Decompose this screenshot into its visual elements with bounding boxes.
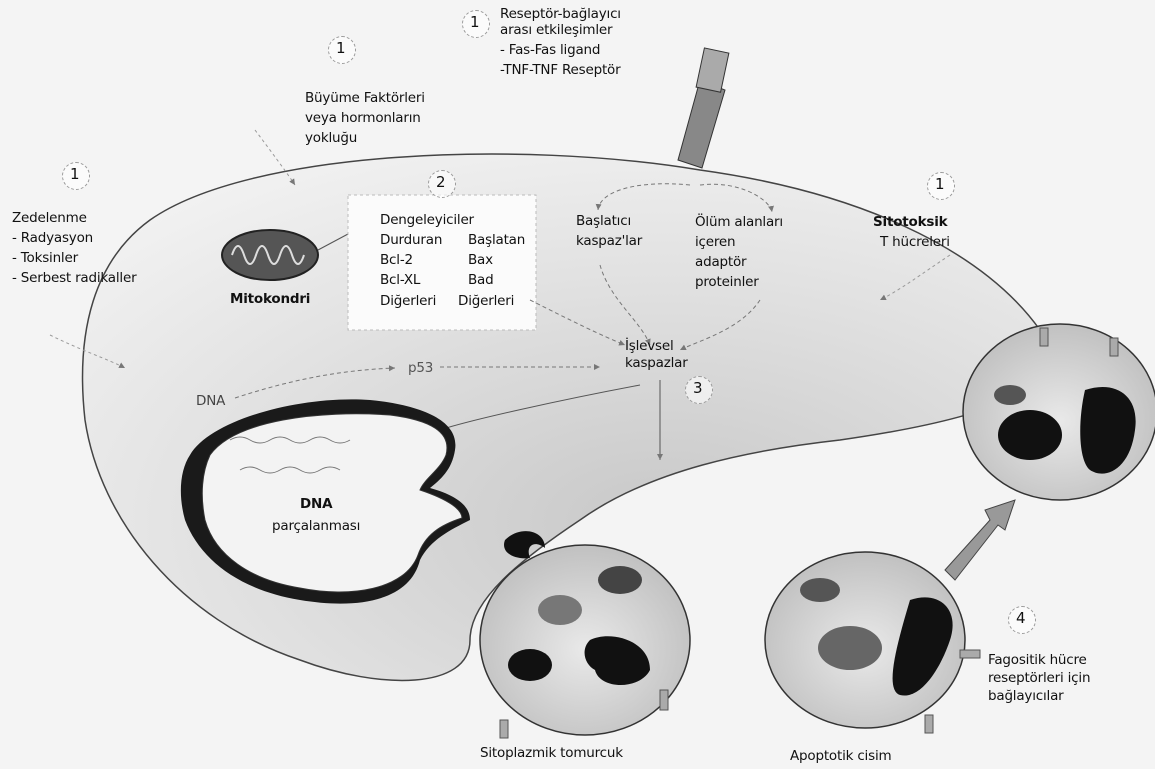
regulator-left-1: Durduran bbox=[380, 232, 442, 248]
step-number-caspases: 3 bbox=[693, 379, 703, 397]
phagocyte-cell bbox=[963, 324, 1155, 500]
phagocyte-line2: reseptörleri için bbox=[988, 670, 1090, 686]
p53-label: p53 bbox=[408, 360, 433, 376]
growth-line3: yokluğu bbox=[305, 130, 357, 146]
step-number-phagocyte: 4 bbox=[1016, 609, 1026, 627]
phagocyte-line3: bağlayıcılar bbox=[988, 688, 1064, 704]
regulator-left-4: Diğerleri bbox=[380, 293, 436, 309]
dna-label: DNA bbox=[196, 393, 225, 409]
mitochondria-label: Mitokondri bbox=[230, 291, 310, 307]
executioner-line2: kaspazlar bbox=[625, 355, 688, 371]
step-number-damage: 1 bbox=[70, 165, 80, 183]
cytoplasmic-bud-label: Sitoplazmik tomurcuk bbox=[480, 745, 623, 761]
apoptotic-body-label: Apoptotik cisim bbox=[790, 748, 891, 764]
step-number-regulators: 2 bbox=[436, 173, 446, 191]
receptor-stalk bbox=[678, 48, 729, 168]
regulator-right-2: Bax bbox=[468, 252, 493, 268]
step-number-growth: 1 bbox=[336, 39, 346, 57]
initiator-line2: kaspaz'lar bbox=[576, 233, 642, 249]
damage-radiation: - Radyasyon bbox=[12, 230, 93, 246]
fragmentation-line1: DNA bbox=[300, 496, 332, 512]
fragmentation-line2: parçalanması bbox=[272, 518, 360, 534]
tcells-line1: Sitotoksik bbox=[873, 214, 947, 230]
regulator-right-3: Bad bbox=[468, 272, 494, 288]
regulator-right-4: Diğerleri bbox=[458, 293, 514, 309]
damage-toxins: - Toksinler bbox=[12, 250, 78, 266]
adaptor-line2: içeren bbox=[695, 234, 735, 250]
receptor-item-fas: - Fas-Fas ligand bbox=[500, 42, 600, 58]
receptor-title-line1: Reseptör-bağlayıcı bbox=[500, 6, 621, 22]
growth-line2: veya hormonların bbox=[305, 110, 421, 126]
cytoplasmic-bud bbox=[480, 545, 690, 738]
executioner-line1: İşlevsel bbox=[625, 338, 674, 354]
tcells-line2: T hücreleri bbox=[880, 234, 950, 250]
receptor-title-line2: arası etkileşimler bbox=[500, 22, 612, 38]
step-number-receptor: 1 bbox=[470, 13, 480, 31]
phagocytosis-arrow bbox=[945, 500, 1015, 580]
adaptor-line1: Ölüm alanları bbox=[695, 214, 783, 230]
damage-title: Zedelenme bbox=[12, 210, 87, 226]
damage-free-radicals: - Serbest radikaller bbox=[12, 270, 136, 286]
regulator-right-1: Başlatan bbox=[468, 232, 525, 248]
initiator-line1: Başlatıcı bbox=[576, 213, 631, 229]
adaptor-line4: proteinler bbox=[695, 274, 759, 290]
apoptotic-body bbox=[765, 552, 980, 733]
regulator-left-2: Bcl-2 bbox=[380, 252, 413, 268]
adaptor-line3: adaptör bbox=[695, 254, 746, 270]
mitochondrion bbox=[222, 230, 318, 280]
regulator-left-3: Bcl-XL bbox=[380, 272, 420, 288]
step-number-tcells: 1 bbox=[935, 175, 945, 193]
receptor-item-tnf: -TNF-TNF Reseptör bbox=[500, 62, 620, 78]
phagocyte-line1: Fagositik hücre bbox=[988, 652, 1087, 668]
growth-line1: Büyüme Faktörleri bbox=[305, 90, 425, 106]
regulators-title: Dengeleyiciler bbox=[380, 212, 474, 228]
